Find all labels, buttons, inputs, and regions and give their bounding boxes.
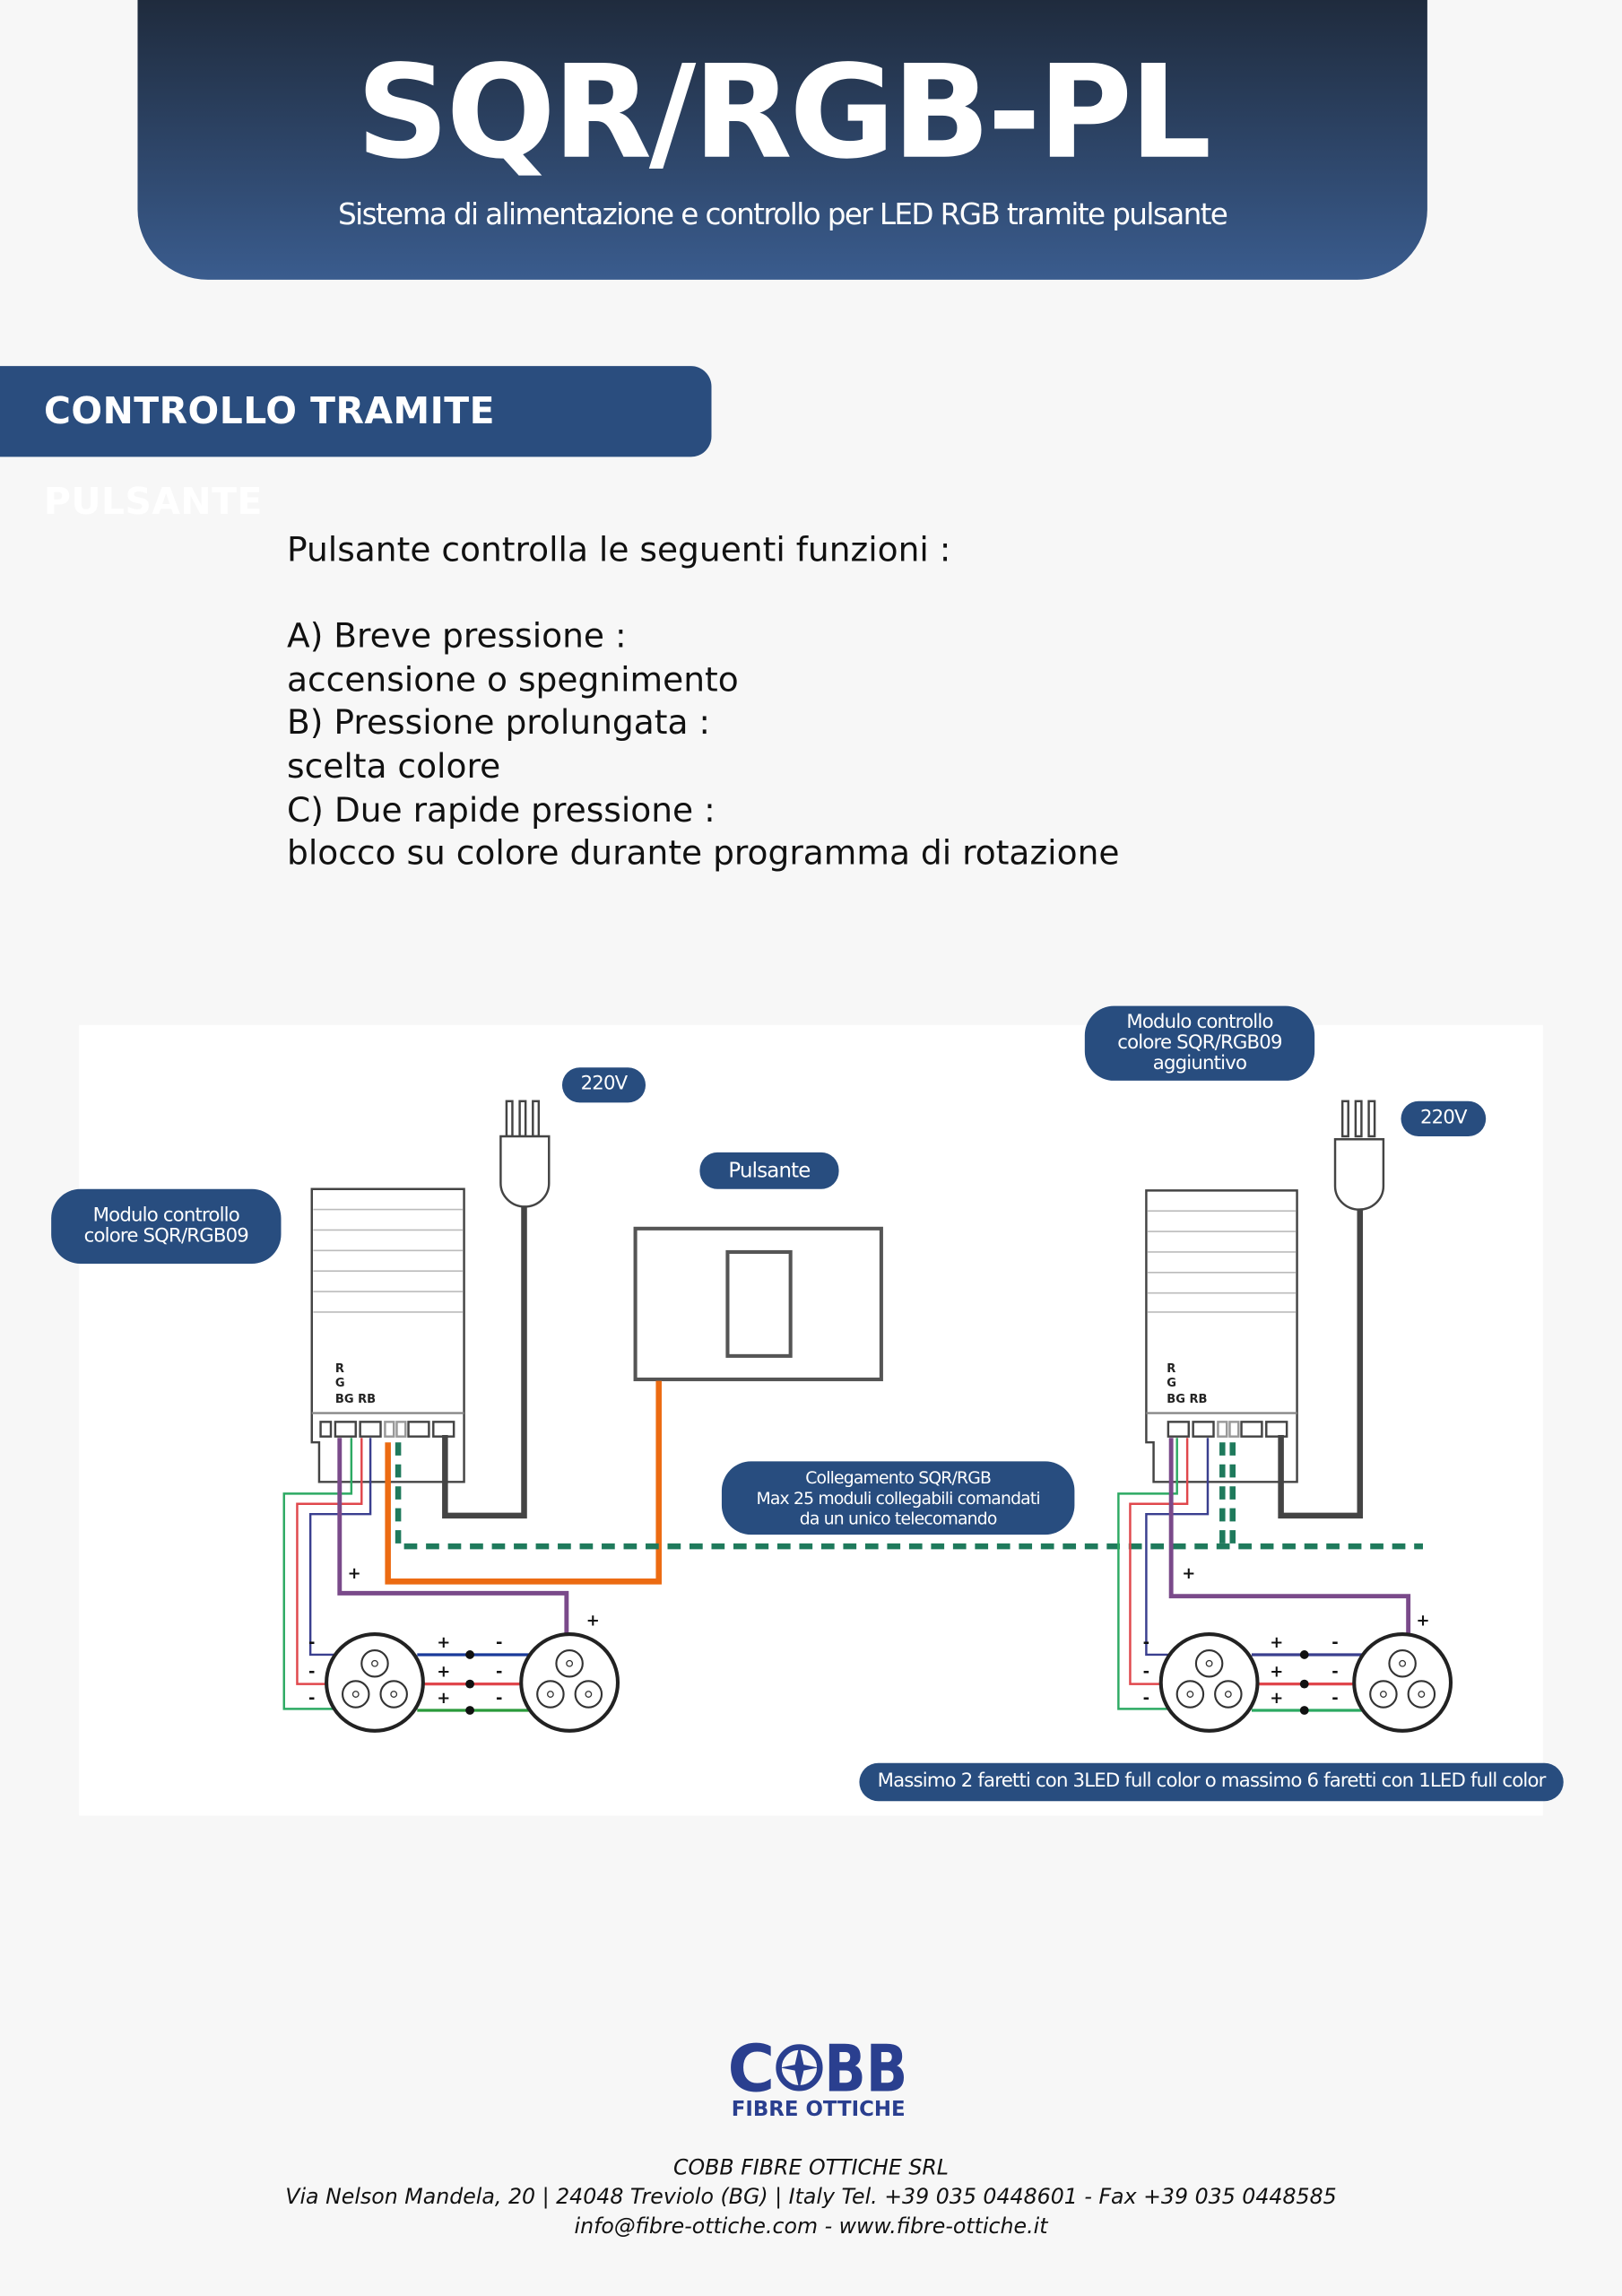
- led-spotlight-icon: [1158, 1632, 1260, 1733]
- compass-star-icon: [780, 2045, 819, 2090]
- section-title: CONTROLLO TRAMITE PULSANTE: [0, 366, 712, 523]
- limit-note: Massimo 2 faretti con 3LED full color o …: [859, 1762, 1564, 1802]
- function-a-desc: accensione o spegnimento: [287, 661, 739, 700]
- plus-sign: +: [437, 1662, 450, 1681]
- led-spotlight-icon: [519, 1632, 620, 1733]
- minus-sign: -: [496, 1662, 502, 1681]
- voltage-label-right: 220V: [1401, 1100, 1487, 1136]
- terminal-label-g: G: [335, 1377, 345, 1390]
- button-wire: [385, 1380, 662, 1585]
- minus-sign: -: [308, 1689, 315, 1708]
- plus-sign: +: [1182, 1564, 1195, 1583]
- plus-sign: +: [1270, 1633, 1283, 1652]
- minus-sign: -: [308, 1662, 315, 1681]
- led-spotlights: [325, 1632, 1453, 1733]
- junction-dot: [465, 1650, 474, 1659]
- function-b-desc: scelta colore: [287, 748, 501, 787]
- function-b-title: B) Pressione prolungata :: [287, 704, 711, 744]
- left-controller-module: [310, 1187, 465, 1483]
- module-label: Modulo controllo colore SQR/RGB09: [51, 1188, 282, 1265]
- terminal-label-r-2: R: [1167, 1362, 1175, 1376]
- footer-address: Via Nelson Mandela, 20 | 24048 Treviolo …: [285, 2186, 1337, 2210]
- terminal-label-g-2: G: [1167, 1377, 1176, 1390]
- led-spotlight-icon: [1352, 1632, 1453, 1733]
- junction-dot: [1299, 1650, 1309, 1659]
- minus-sign: -: [1331, 1689, 1338, 1708]
- function-a-title: A) Breve pressione :: [287, 618, 627, 657]
- power-plug-right-icon: [1278, 1100, 1385, 1519]
- logo-text-bb: BB: [824, 2035, 907, 2106]
- button-label: Pulsante: [699, 1152, 839, 1189]
- link-label-line-2: Max 25 moduli collegabili comandati: [756, 1487, 1040, 1509]
- logo-text-c: C: [727, 2035, 775, 2106]
- junction-dot: [465, 1706, 474, 1715]
- plus-sign: +: [1416, 1611, 1429, 1630]
- led-spotlight-icon: [325, 1632, 425, 1733]
- minus-sign: -: [1143, 1633, 1149, 1652]
- plus-sign: +: [348, 1564, 361, 1583]
- page-subtitle: Sistema di alimentazione e controllo per…: [338, 196, 1228, 231]
- extra-module-label: Modulo controllo colore SQR/RGB09 aggiun…: [1084, 1005, 1315, 1081]
- blank-line: [287, 573, 1119, 616]
- extra-module-label-text: Modulo controllo colore SQR/RGB09 aggiun…: [1117, 1011, 1282, 1074]
- terminal-label-bgrb: BG RB: [335, 1393, 376, 1406]
- right-controller-module: [1145, 1189, 1298, 1483]
- function-c-desc: blocco su colore durante programma di ro…: [287, 834, 1120, 874]
- bus-link-dashed-line: [395, 1442, 1423, 1550]
- minus-sign: -: [1331, 1633, 1338, 1652]
- minus-sign: -: [1143, 1689, 1149, 1708]
- logo-subtext: FIBRE OTTICHE: [732, 2098, 906, 2120]
- right-led-wiring: [1117, 1438, 1411, 1712]
- header-banner: SQR/RGB-PL Sistema di alimentazione e co…: [137, 0, 1427, 280]
- minus-sign: -: [1331, 1662, 1338, 1681]
- function-description: Pulsante controlla le seguenti funzioni …: [287, 530, 1119, 877]
- power-plug-left-icon: [442, 1100, 551, 1519]
- link-label: Collegamento SQR/RGB Max 25 moduli colle…: [721, 1461, 1075, 1535]
- voltage-label-left: 220V: [561, 1067, 646, 1103]
- page-title: SQR/RGB-PL: [356, 36, 1211, 187]
- function-c-title: C) Due rapide pressione :: [287, 791, 716, 831]
- push-button-switch-icon: [633, 1226, 883, 1382]
- plus-sign: +: [586, 1611, 600, 1630]
- junction-dot: [1299, 1679, 1309, 1689]
- minus-sign: -: [1143, 1662, 1149, 1681]
- wiring-diagram: R G BG RB R G BG RB: [79, 1024, 1543, 1816]
- plus-sign: +: [1270, 1662, 1283, 1681]
- minus-sign: -: [496, 1633, 502, 1652]
- cobb-logo: C BB FIBRE OTTICHE: [727, 2035, 907, 2120]
- plus-sign: +: [437, 1689, 450, 1708]
- footer-contacts: info@fibre-ottiche.com - www.fibre-ottic…: [574, 2215, 1048, 2239]
- diagram-background: [79, 1024, 1543, 1816]
- minus-sign: -: [496, 1689, 502, 1708]
- terminal-label-bgrb-2: BG RB: [1167, 1393, 1207, 1406]
- intro-line: Pulsante controlla le seguenti funzioni …: [287, 531, 951, 570]
- footer-company: COBB FIBRE OTTICHE SRL: [673, 2156, 949, 2181]
- junction-dot: [1299, 1706, 1309, 1715]
- minus-sign: -: [308, 1633, 315, 1652]
- link-label-line-1: Collegamento SQR/RGB: [805, 1466, 992, 1488]
- plus-sign: +: [1270, 1689, 1283, 1708]
- polarity-signs: + + + + + + + + + + - - - - - - - - - - - -: [308, 1564, 1430, 1715]
- junction-dot: [465, 1679, 474, 1689]
- bus-link-right-drop: [1219, 1442, 1236, 1547]
- left-led-wiring: [282, 1438, 569, 1712]
- terminal-label-r: R: [335, 1362, 344, 1376]
- plus-sign: +: [437, 1633, 450, 1652]
- link-label-line-3: da un unico telecomando: [799, 1508, 998, 1529]
- module-label-text: Modulo controllo colore SQR/RGB09: [83, 1204, 249, 1248]
